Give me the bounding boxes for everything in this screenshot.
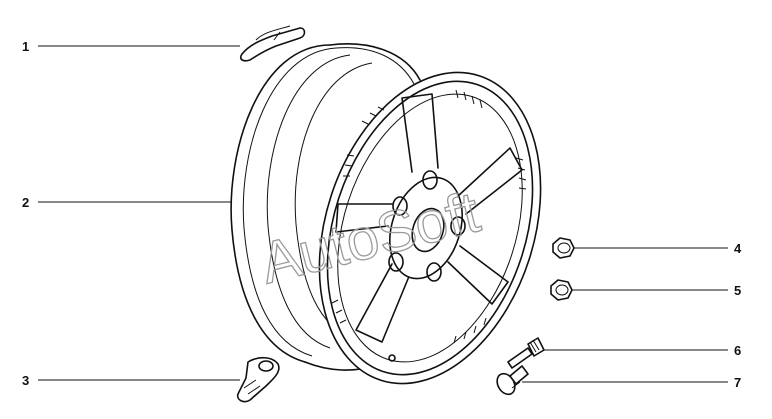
rim-ticks	[331, 89, 527, 344]
valve-cap	[507, 337, 545, 369]
wheel-nut-4	[552, 237, 575, 259]
valve-stem	[496, 365, 529, 396]
balance-weight-top	[239, 25, 306, 62]
callout-7: 7	[734, 375, 741, 390]
callout-1: 1	[22, 39, 29, 54]
leader-lines	[38, 45, 728, 383]
wheel-nut-5	[550, 279, 573, 301]
callout-numbers: 1 2 3 4 5 6 7	[22, 39, 742, 390]
callout-6: 6	[734, 343, 741, 358]
wheel-spokes	[335, 93, 523, 343]
balance-weight-bottom	[236, 356, 280, 403]
lug-holes	[388, 170, 466, 282]
wheel-rim	[230, 43, 542, 385]
callout-3: 3	[22, 373, 29, 388]
callout-2: 2	[22, 195, 29, 210]
callout-5: 5	[734, 283, 741, 298]
callout-4: 4	[734, 241, 742, 256]
